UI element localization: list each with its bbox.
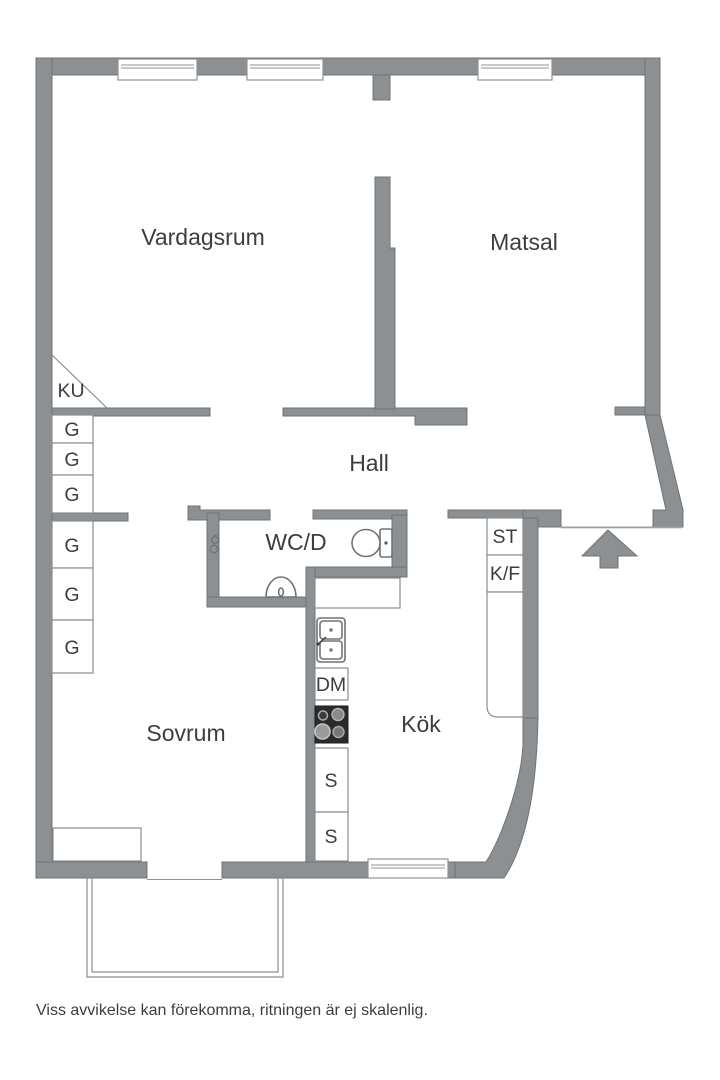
- label-tiled-stove: KU: [57, 380, 84, 402]
- wall-hall-left: [51, 407, 211, 417]
- inner-walls: [51, 74, 646, 863]
- label-wardrobe-5: G: [64, 584, 79, 606]
- room-label-hall: Hall: [349, 450, 389, 476]
- window-kitchen: [367, 858, 449, 879]
- dishwasher-box: [314, 667, 349, 701]
- label-wardrobe-4: G: [64, 535, 79, 557]
- wardrobe-box-3: [51, 474, 94, 514]
- window-3: [477, 58, 553, 81]
- wardrobe-box-4: [51, 520, 94, 569]
- wall-entry-vertical: [522, 517, 539, 719]
- room-label-bedroom: Sovrum: [146, 720, 225, 746]
- shower-mixer-icon: [209, 533, 220, 554]
- entrance: [561, 526, 682, 569]
- kitchen-counter: [314, 577, 401, 609]
- wall-right-upper: [644, 57, 661, 416]
- wardrobe-box-5: [51, 567, 94, 621]
- cabinet-box-2: [314, 811, 349, 862]
- entry-door-line: [561, 526, 682, 529]
- windows: [117, 58, 553, 879]
- wall-right-slanted: [644, 414, 684, 528]
- disclaimer-text: Viss avvikelse kan förekomma, ritningen …: [36, 1002, 428, 1019]
- tall-cabinet-box: [486, 591, 524, 718]
- label-cabinet-2: S: [324, 826, 337, 848]
- wall-bedroom-top: [51, 512, 129, 522]
- wall-stub-top: [372, 74, 391, 101]
- fixture-labels: KU G G G G G G ST K/F DM S S: [57, 380, 520, 848]
- wall-kitchen-curve: [454, 714, 539, 879]
- label-wardrobe-6: G: [64, 637, 79, 659]
- fridge-freezer-box: [486, 554, 524, 593]
- room-label-dining: Matsal: [490, 229, 558, 255]
- hall-closets: [486, 517, 524, 718]
- wall-room-divider: [374, 176, 396, 410]
- balcony-inner-rail: [91, 878, 279, 973]
- window-1: [117, 58, 198, 81]
- window-2: [246, 58, 324, 81]
- tiled-stove-diagonal: [51, 354, 108, 409]
- balcony-outer-rail: [86, 878, 284, 978]
- wall-hall-mid: [282, 407, 468, 426]
- label-wardrobe-2: G: [64, 449, 79, 471]
- wall-bottom-left: [35, 861, 148, 879]
- wall-stub-dining: [614, 406, 646, 416]
- cleaning-closet-box: [486, 517, 524, 556]
- label-fridge-freezer: K/F: [490, 563, 520, 585]
- entry-arrow-icon: [580, 529, 639, 569]
- room-label-bathroom: WC/D: [265, 529, 326, 555]
- wardrobe-box-1: [51, 414, 94, 444]
- label-wardrobe-1: G: [64, 419, 79, 441]
- kitchen-sink-icon: [316, 617, 346, 663]
- wardrobes: [51, 354, 142, 862]
- bathroom-fixtures: [209, 528, 393, 598]
- wall-wc-top-left: [187, 505, 271, 521]
- wardrobe-box-2: [51, 442, 94, 476]
- balcony: [86, 878, 284, 978]
- wall-wc-lower: [307, 566, 408, 578]
- wardrobe-box-6: [51, 619, 94, 674]
- wall-kitchen-bedroom-divider: [305, 566, 316, 863]
- label-cabinet-1: S: [324, 770, 337, 792]
- bedroom-radiator: [52, 827, 142, 862]
- label-dishwasher: DM: [316, 674, 346, 696]
- wall-wc-right: [391, 514, 408, 573]
- wall-wc-left: [206, 512, 220, 608]
- stove-icon: [314, 705, 349, 744]
- room-label-living: Vardagsrum: [141, 224, 265, 250]
- label-cleaning-closet: ST: [493, 526, 518, 548]
- toilet-icon: [351, 528, 393, 558]
- label-wardrobe-3: G: [64, 484, 79, 506]
- washbasin-icon: [265, 576, 297, 598]
- wall-left: [35, 57, 53, 879]
- wall-entry-top: [447, 509, 526, 519]
- wall-wc-bottom: [206, 596, 308, 608]
- cabinet-box-1: [314, 747, 349, 813]
- room-labels: Vardagsrum Matsal Hall WC/D Kök Sovrum: [141, 224, 558, 746]
- kitchen-fixtures: [314, 577, 401, 862]
- room-label-kitchen: Kök: [401, 711, 441, 737]
